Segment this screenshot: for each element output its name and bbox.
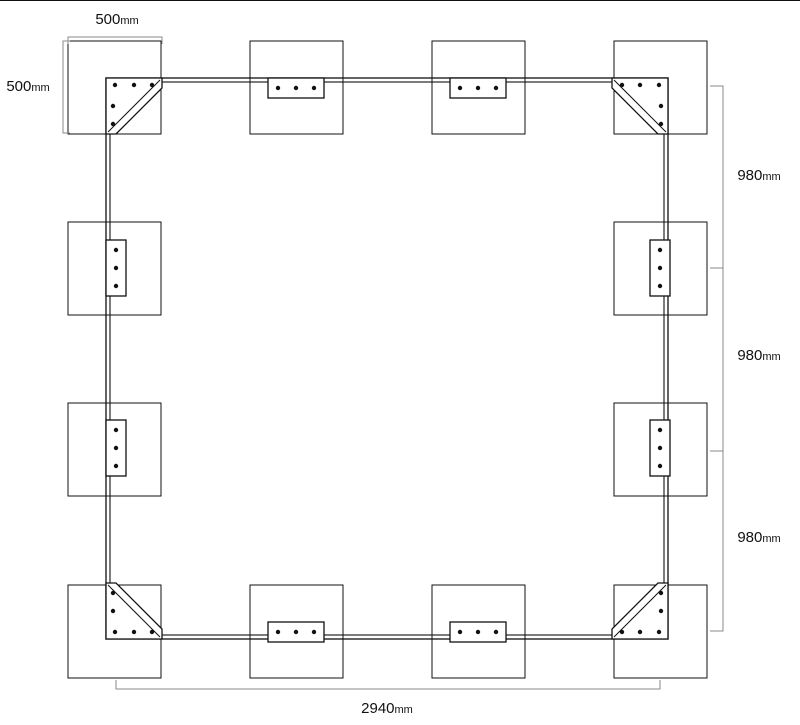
steel-frame bbox=[105, 77, 669, 640]
beam-splice-plate bbox=[449, 77, 507, 99]
dimension-unit: mm bbox=[120, 15, 138, 27]
dimension-line-total-width bbox=[115, 680, 661, 690]
bolt-icon bbox=[112, 82, 118, 88]
bolt-icon bbox=[619, 82, 625, 88]
gusset-diagonal bbox=[613, 584, 667, 638]
bolt-icon bbox=[657, 265, 663, 271]
frame-inner-line bbox=[109, 81, 665, 636]
bolt-icon bbox=[110, 590, 116, 596]
bolt-icon bbox=[658, 103, 664, 109]
bolt-icon bbox=[110, 121, 116, 127]
dimension-value: 980 bbox=[737, 529, 762, 546]
bolt-icon bbox=[112, 629, 118, 635]
bolt-icon bbox=[475, 85, 481, 91]
dimension-unit: mm bbox=[762, 351, 780, 363]
bolt-icon bbox=[113, 463, 119, 469]
bolt-icon bbox=[619, 629, 625, 635]
dimension-label-total-width: 2940mm bbox=[361, 700, 413, 717]
bolt-icon bbox=[293, 85, 299, 91]
bolt-icon bbox=[113, 247, 119, 253]
bolt-icon bbox=[275, 85, 281, 91]
dimension-label-side-1: 980mm bbox=[737, 167, 780, 184]
bolt-icon bbox=[637, 82, 643, 88]
bolt-icon bbox=[657, 463, 663, 469]
bolt-icon bbox=[113, 445, 119, 451]
dimension-label-pad-width: 500mm bbox=[95, 11, 138, 28]
beam-splice-plate bbox=[649, 419, 671, 477]
dimension-value: 2940 bbox=[361, 700, 394, 717]
bolt-icon bbox=[657, 247, 663, 253]
bolt-icon bbox=[275, 629, 281, 635]
bolt-icon bbox=[311, 85, 317, 91]
dimension-lines bbox=[62, 36, 724, 690]
dimension-value: 500 bbox=[6, 78, 31, 95]
bolt-icon bbox=[475, 629, 481, 635]
bolt-icon bbox=[657, 283, 663, 289]
bolt-icon bbox=[131, 629, 137, 635]
bolt-icon bbox=[149, 629, 155, 635]
bolt-icon bbox=[293, 629, 299, 635]
bolt-icon bbox=[131, 82, 137, 88]
bolt-icon bbox=[113, 427, 119, 433]
connection-plates bbox=[105, 77, 671, 643]
bolt-icon bbox=[658, 590, 664, 596]
dimension-unit: mm bbox=[762, 533, 780, 545]
corner-gusset-plate bbox=[105, 77, 163, 135]
dimension-label-side-2: 980mm bbox=[737, 347, 780, 364]
beam-splice-plate bbox=[449, 621, 507, 643]
bolt-icon bbox=[457, 629, 463, 635]
gusset-diagonal bbox=[107, 79, 161, 133]
gusset-diagonal bbox=[107, 584, 161, 638]
dimension-label-side-3: 980mm bbox=[737, 529, 780, 546]
gusset-diagonal bbox=[613, 79, 667, 133]
dimension-unit: mm bbox=[395, 704, 413, 716]
dimension-line-side bbox=[710, 85, 724, 632]
bolt-icon bbox=[656, 629, 662, 635]
bolt-icon bbox=[113, 283, 119, 289]
bolt-icon bbox=[637, 629, 643, 635]
bolt-icon bbox=[113, 265, 119, 271]
bolt-icon bbox=[457, 85, 463, 91]
beam-splice-plate bbox=[105, 419, 127, 477]
bolt-icon bbox=[658, 608, 664, 614]
dimension-line-pad-height bbox=[62, 40, 70, 134]
bolt-icon bbox=[149, 82, 155, 88]
bolt-icon bbox=[657, 445, 663, 451]
bolt-icon bbox=[110, 103, 116, 109]
footing-pads bbox=[67, 40, 708, 679]
dimension-unit: mm bbox=[762, 171, 780, 183]
beam-splice-plate bbox=[649, 239, 671, 297]
bolt-icon bbox=[110, 608, 116, 614]
dimension-value: 980 bbox=[737, 167, 762, 184]
dimension-unit: mm bbox=[31, 82, 49, 94]
beam-splice-plate bbox=[267, 77, 325, 99]
corner-gusset-plate bbox=[105, 582, 163, 640]
bolt-icon bbox=[311, 629, 317, 635]
bolt-icon bbox=[657, 427, 663, 433]
frame-outer-line bbox=[105, 77, 669, 640]
dimension-value: 980 bbox=[737, 347, 762, 364]
beam-splice-plate bbox=[105, 239, 127, 297]
dimension-value: 500 bbox=[95, 11, 120, 28]
dimension-label-pad-height: 500mm bbox=[6, 78, 49, 95]
beam-splice-plate bbox=[267, 621, 325, 643]
corner-gusset-plate bbox=[611, 77, 669, 135]
bolt-icon bbox=[658, 121, 664, 127]
bolt-icon bbox=[656, 82, 662, 88]
bolt-icon bbox=[493, 629, 499, 635]
corner-gusset-plate bbox=[611, 582, 669, 640]
bolt-icon bbox=[493, 85, 499, 91]
